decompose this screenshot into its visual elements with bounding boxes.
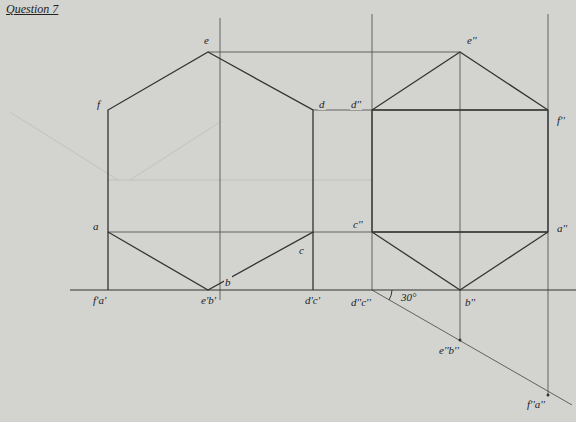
vertex-label: e''b'' xyxy=(438,344,460,356)
vertex-label: f''a'' xyxy=(526,398,546,410)
xy-line xyxy=(70,289,576,290)
vertex-label: f xyxy=(96,98,101,110)
vertex-label: b'' xyxy=(464,296,476,308)
vertex-dots xyxy=(459,339,550,397)
vertex-label: c'' xyxy=(352,218,364,230)
vertex-label: d xyxy=(318,98,326,110)
vertex-label: d'c' xyxy=(304,294,321,306)
vertex-label: c xyxy=(298,244,305,256)
vertex-label: b xyxy=(224,276,232,288)
vertex-label: d'' xyxy=(350,98,362,110)
hexagon-views xyxy=(108,52,548,290)
vertex-label: f'' xyxy=(556,114,566,126)
angle-arc xyxy=(389,290,392,300)
vertex-label: e'' xyxy=(466,34,478,46)
construction-lines xyxy=(10,112,372,180)
vertex-label: a xyxy=(92,220,100,232)
vertex-label: e xyxy=(203,34,210,46)
question-title: Question 7 xyxy=(6,2,58,17)
vertex-label: d''c'' xyxy=(350,296,372,308)
vertex-label: a'' xyxy=(556,222,568,234)
vertex-label: e'b' xyxy=(200,294,217,306)
vertex-label: 30° xyxy=(400,291,417,303)
projector-lines xyxy=(108,14,572,405)
vertex-label: f'a' xyxy=(92,294,107,306)
